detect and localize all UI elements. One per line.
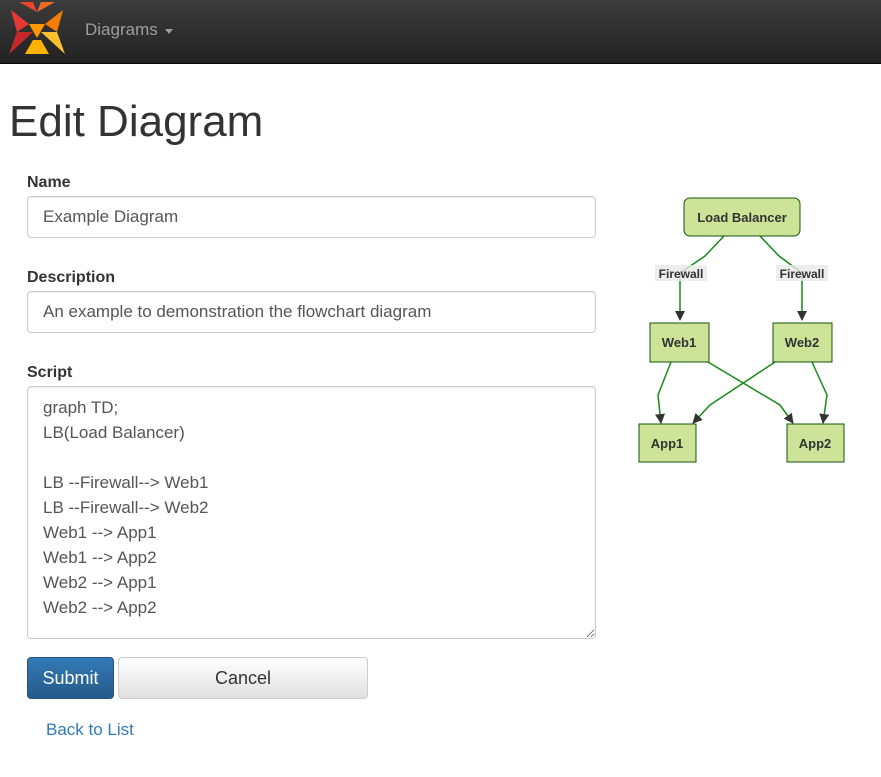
edge-lb-web1 [675, 235, 725, 321]
edge-lb-web2 [759, 235, 807, 321]
back-to-list-link[interactable]: Back to List [46, 720, 134, 739]
submit-button[interactable]: Submit [27, 657, 114, 699]
description-label: Description [27, 269, 116, 286]
caret-down-icon [164, 28, 173, 34]
edge-web1-app2 [707, 361, 794, 424]
description-input[interactable] [27, 291, 596, 333]
top-navbar: Diagrams [0, 0, 881, 64]
edge-web1-app1 [655, 361, 672, 424]
node-app1-label: App1 [651, 436, 684, 451]
app-logo-icon[interactable] [7, 2, 67, 54]
page-title: Edit Diagram [9, 97, 264, 146]
edge-label-firewall-1: Firewall [659, 267, 704, 281]
script-label: Script [27, 364, 73, 381]
name-label: Name [27, 174, 71, 191]
node-web1-label: Web1 [662, 335, 696, 350]
edge-web2-app1 [692, 361, 776, 424]
node-web2: Web2 [772, 322, 833, 363]
flowchart-diagram: Firewall Firewall Load Balancer Web1 Web… [638, 197, 845, 463]
diagrams-menu[interactable]: Diagrams [85, 20, 173, 40]
edge-label-firewall-2: Firewall [780, 267, 825, 281]
node-web1: Web1 [649, 322, 710, 363]
node-app1: App1 [638, 423, 697, 463]
node-load-balancer: Load Balancer [683, 197, 801, 237]
script-textarea[interactable]: graph TD; LB(Load Balancer) LB --Firewal… [27, 386, 596, 639]
node-app2-label: App2 [799, 436, 832, 451]
node-app2: App2 [786, 423, 845, 463]
cancel-button[interactable]: Cancel [118, 657, 368, 699]
node-load-balancer-label: Load Balancer [697, 210, 787, 225]
node-web2-label: Web2 [785, 335, 819, 350]
diagrams-menu-label: Diagrams [85, 20, 158, 39]
edge-web2-app2 [811, 361, 830, 424]
name-input[interactable] [27, 196, 596, 238]
